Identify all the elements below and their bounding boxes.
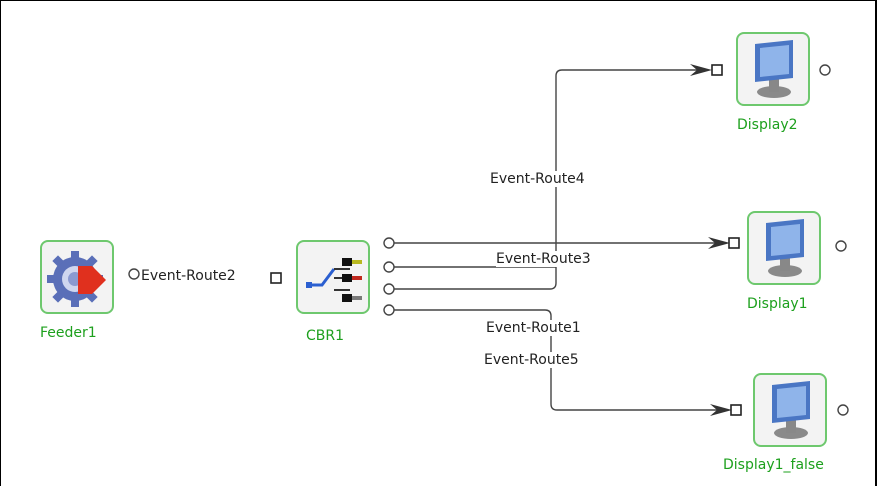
route-4-label[interactable]: Event-Route4 — [490, 171, 585, 187]
display2-node[interactable] — [736, 32, 810, 106]
arrowhead-display1 — [708, 237, 740, 249]
monitor-icon — [755, 40, 793, 98]
feeder1-node[interactable] — [40, 240, 114, 314]
route-1-label[interactable]: Event-Route1 — [486, 320, 581, 336]
display1-false-output-port[interactable] — [837, 404, 849, 416]
switch-router-icon — [306, 258, 362, 302]
display1-label: Display1 — [747, 296, 808, 312]
display1-output-port[interactable] — [835, 240, 847, 252]
display2-label: Display2 — [737, 117, 798, 133]
arrowhead-display2 — [690, 64, 723, 76]
monitor-icon — [772, 381, 810, 439]
monitor-icon — [766, 219, 804, 277]
feeder1-label: Feeder1 — [40, 325, 97, 341]
display2-output-port[interactable] — [819, 64, 831, 76]
route-5-label[interactable]: Event-Route5 — [484, 352, 579, 368]
route-3-label[interactable]: Event-Route3 — [496, 251, 591, 267]
route-2-label[interactable]: Event-Route2 — [141, 268, 236, 284]
display1-false-node[interactable] — [753, 373, 827, 447]
cbr1-output-ports[interactable] — [383, 237, 395, 316]
route-2-wire[interactable] — [128, 268, 282, 284]
display1-false-label: Display1_false — [723, 457, 824, 473]
arrowhead-display1-false — [710, 404, 742, 416]
cbr1-label: CBR1 — [306, 328, 345, 344]
cbr1-node[interactable] — [296, 240, 370, 314]
feeder-gear-arrow-icon — [47, 251, 106, 307]
display1-node[interactable] — [747, 211, 821, 285]
